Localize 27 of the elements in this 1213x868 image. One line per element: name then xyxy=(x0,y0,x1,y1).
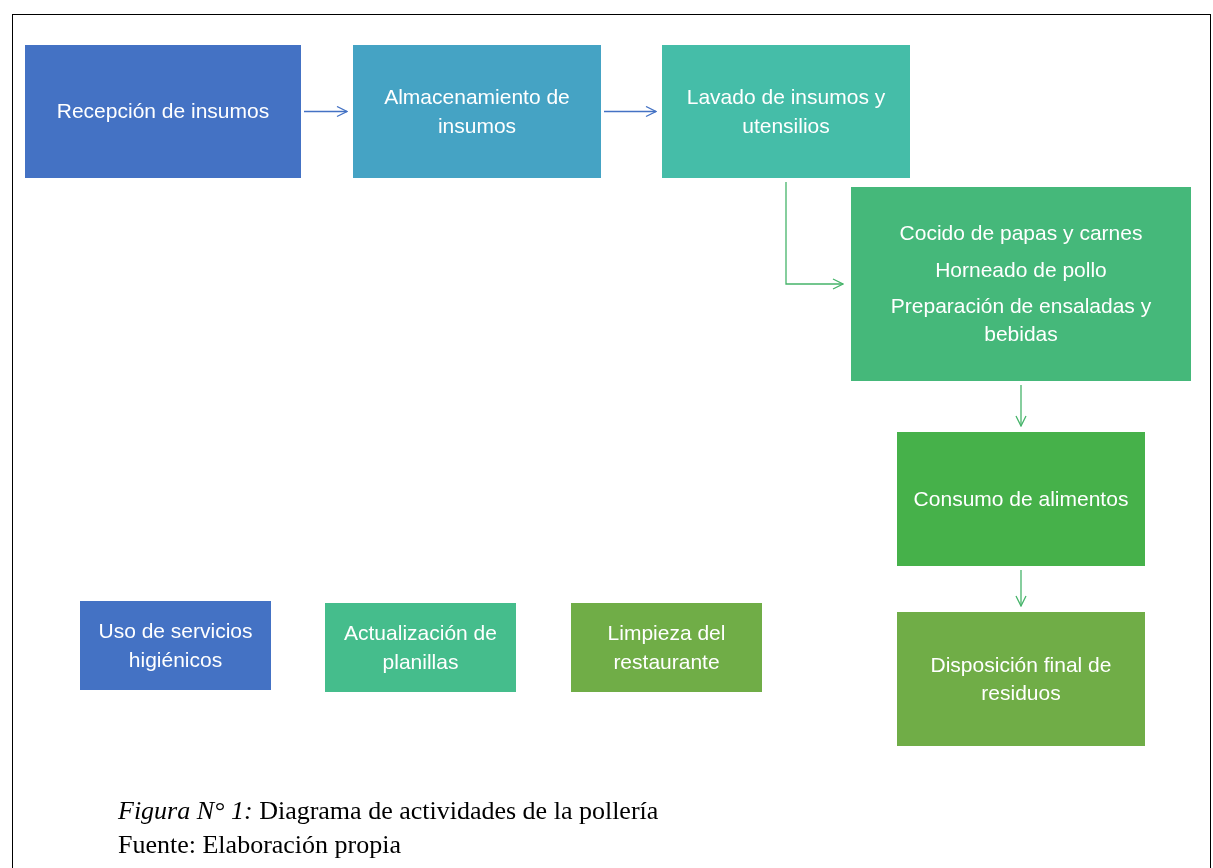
box-text: Actualización de planillas xyxy=(343,620,498,675)
figure-caption: Figura N° 1: Diagrama de actividades de la pollería xyxy=(118,796,659,826)
arrow xyxy=(1015,569,1027,607)
arrow xyxy=(303,105,348,118)
box-text: Almacenamiento de insumos xyxy=(383,84,571,139)
process-box xyxy=(897,432,1145,566)
source-note: Fuente: Elaboración propia xyxy=(118,830,402,860)
process-box xyxy=(353,45,601,178)
box-text: Recepción de insumos xyxy=(56,98,270,125)
process-box xyxy=(25,45,301,178)
box-text: Consumo de alimentos xyxy=(913,485,1129,512)
box-text: Uso de servicios higiénicos xyxy=(97,618,254,673)
process-box xyxy=(80,601,271,690)
box-text: Limpieza del restaurante xyxy=(606,620,727,675)
box-text: Horneado de pollo xyxy=(935,256,1107,283)
box-text: Disposición final de residuos xyxy=(929,651,1113,706)
process-box xyxy=(897,612,1145,746)
arrow xyxy=(785,181,844,290)
process-box xyxy=(325,603,516,692)
arrow xyxy=(1015,384,1027,427)
process-box xyxy=(571,603,762,692)
process-box xyxy=(662,45,910,178)
box-text: Preparación de ensaladas y bebidas xyxy=(889,293,1153,348)
process-box xyxy=(851,187,1191,381)
box-text: Lavado de insumos y utensilios xyxy=(685,84,887,139)
box-text: Cocido de papas y carnes xyxy=(899,220,1143,247)
arrow xyxy=(603,105,657,118)
